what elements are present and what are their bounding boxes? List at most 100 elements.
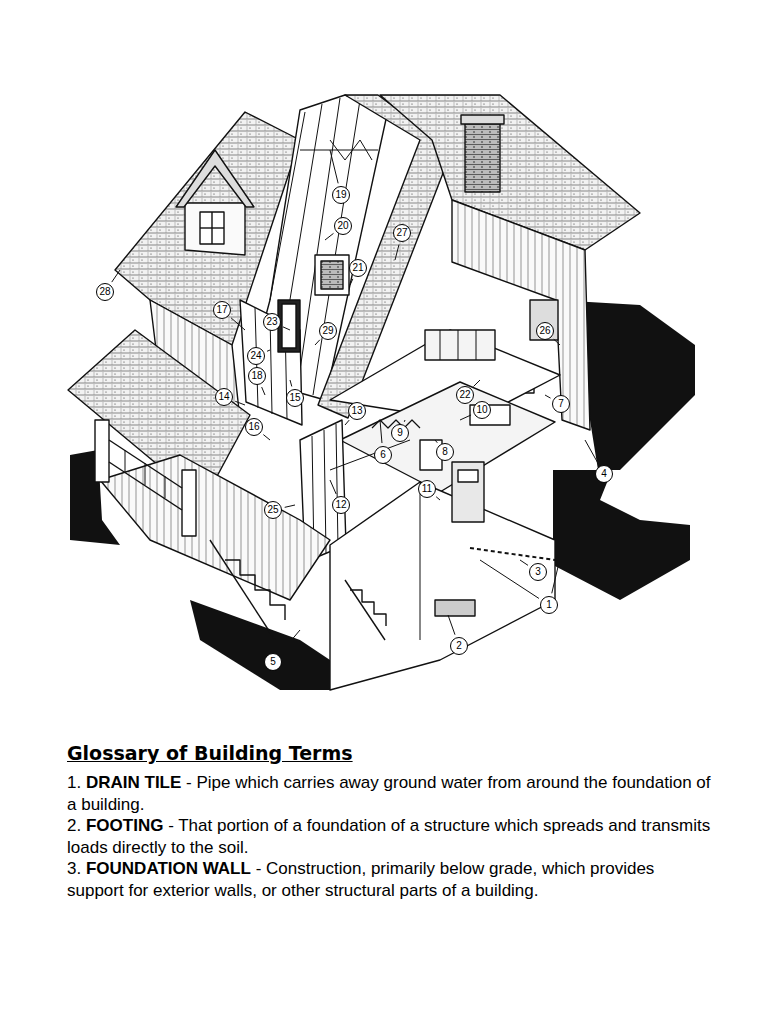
leader-line [112, 270, 120, 282]
house-outline [210, 540, 275, 640]
house-outline [200, 212, 224, 244]
leader-line [285, 505, 295, 507]
callout-number: 25 [264, 501, 282, 519]
leader-line [235, 401, 245, 405]
callout-number: 12 [332, 496, 350, 514]
callout-number: 7 [552, 395, 570, 413]
house-outline [458, 470, 478, 482]
ground-shadow [190, 600, 330, 690]
leader-line [315, 340, 320, 345]
callout-number: 2 [450, 637, 468, 655]
house-outline [270, 112, 305, 300]
callout-number: 24 [247, 347, 265, 365]
callout-number: 21 [349, 259, 367, 277]
callout-number: 15 [286, 389, 304, 407]
callout-number: 20 [334, 217, 352, 235]
glossary-number: 3. [67, 859, 81, 878]
callout-number: 1 [540, 596, 558, 614]
leader-line [435, 440, 437, 443]
glossary-term: DRAIN TILE [86, 773, 181, 792]
glossary-number: 2. [67, 816, 81, 835]
house-outline [465, 122, 500, 192]
house-outline [530, 300, 558, 340]
callout-number: 23 [263, 313, 281, 331]
leader-line [267, 350, 270, 351]
house-outline [435, 600, 475, 616]
leader-line [545, 395, 551, 398]
callout-number: 3 [529, 563, 547, 581]
leader-line [395, 245, 399, 260]
house-outline [145, 463, 146, 485]
leader-line [585, 440, 598, 464]
glossary-number: 1. [67, 773, 81, 792]
house-outline [68, 95, 640, 690]
leader-line [448, 615, 455, 635]
callout-number: 18 [248, 367, 266, 385]
leader-line [330, 150, 338, 183]
glossary-term: FOUNDATION WALL [86, 859, 251, 878]
house-outline [315, 255, 349, 295]
leader-line [283, 327, 290, 330]
glossary-entry: 3.FOUNDATION WALL- Construction, primari… [67, 858, 712, 901]
house-outline [109, 462, 182, 510]
callout-number: 29 [319, 322, 337, 340]
callout-number: 10 [473, 401, 491, 419]
callout-number: 14 [215, 388, 233, 406]
glossary-title: Glossary of Building Terms [67, 738, 712, 768]
callout-number: 8 [436, 443, 454, 461]
house-outline [336, 424, 338, 548]
callout-number: 28 [96, 283, 114, 301]
callout-number: 6 [374, 446, 392, 464]
leader-line [231, 318, 245, 330]
house-outline [330, 140, 372, 160]
house-outline [425, 330, 495, 360]
house-outline [95, 420, 109, 482]
leader-line [473, 380, 480, 387]
house-outline [461, 115, 504, 124]
leader-line [436, 497, 440, 500]
leader-line [330, 480, 336, 494]
house-outline [330, 482, 555, 690]
glossary-entry: 1.DRAIN TILE- Pipe which carries away gr… [67, 772, 712, 815]
leader-line [345, 420, 349, 425]
house-outline [300, 98, 340, 370]
leader-line [460, 415, 471, 420]
leader-line [262, 387, 265, 395]
house-outline [330, 440, 410, 470]
house-outline [200, 227, 224, 228]
leader-line [263, 435, 270, 440]
house-outline [476, 330, 477, 360]
house-outline [165, 476, 166, 498]
leader-line [404, 420, 406, 422]
callout-number: 26 [536, 322, 554, 340]
house-outline [324, 430, 326, 553]
glossary-entry: 2.FOOTING- That portion of a foundation … [67, 815, 712, 858]
callout-number: 22 [456, 386, 474, 404]
house-outline [109, 440, 182, 488]
glossary-term: FOOTING [86, 816, 163, 835]
ground-shadow [553, 470, 690, 600]
callout-number: 13 [348, 402, 366, 420]
glossary: Glossary of Building Terms1.DRAIN TILE- … [67, 738, 712, 901]
house-outline [470, 548, 555, 560]
leader-line [350, 279, 353, 285]
callout-number: 16 [245, 418, 263, 436]
leader-line [552, 550, 562, 593]
house-outline [125, 450, 126, 472]
house-outline [345, 580, 385, 640]
leader-line [281, 630, 300, 653]
callout-number: 19 [332, 186, 350, 204]
callout-number: 4 [595, 465, 613, 483]
callout-number: 9 [391, 424, 409, 442]
house-outline [285, 104, 322, 330]
house-outline [420, 482, 421, 640]
house-outline [225, 560, 285, 620]
house-outline [278, 300, 300, 352]
callout-number: 11 [418, 480, 436, 498]
house-outline [100, 455, 330, 600]
leader-line [380, 420, 382, 443]
house-outline [182, 470, 196, 536]
callout-number: 27 [393, 224, 411, 242]
leader-line [325, 233, 334, 240]
